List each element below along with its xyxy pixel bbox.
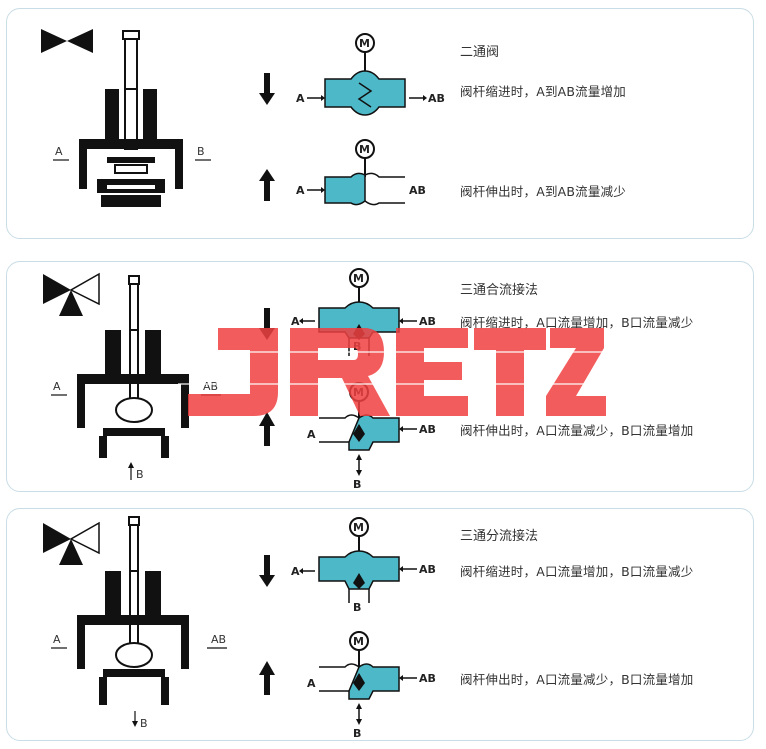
schematic-retracted: M B A AB (259, 517, 436, 614)
schematic-label-ab: AB (419, 672, 436, 685)
panel-title: 三通合流接法 (460, 283, 539, 298)
arrow-up-icon (259, 412, 275, 446)
schematic-label-ab: AB (419, 423, 436, 436)
caption-retracted: 阀杆缩进时，A口流量增加，B口流量减少 (460, 315, 694, 330)
panel-three-way-diverting: A AB B M B A AB (6, 508, 754, 741)
schematic-label-a: A (291, 565, 300, 578)
fluid-channel (348, 663, 400, 700)
schematic-extended: M B A AB (259, 382, 436, 491)
schematic-label-b: B (353, 601, 361, 614)
schematic-label-b: B (353, 478, 361, 491)
panel-two-way-valve: A B M A AB (6, 8, 754, 239)
three-way-mixing-drawing: A AB B M B A AB (43, 268, 436, 491)
caption-extended: 阀杆伸出时，A口流量减少，B口流量增加 (460, 423, 694, 438)
port-label-a: A (53, 380, 61, 393)
arrow-down-icon (259, 555, 275, 587)
three-way-diverting-drawing: A AB B M B A AB (43, 516, 436, 740)
three-way-valve-symbol-icon (43, 521, 100, 565)
valve-cross-section (79, 30, 183, 207)
caption-retracted: 阀杆缩进时，A到AB流量增加 (460, 84, 626, 99)
schematic-extended: M A AB (259, 139, 426, 206)
port-label-b: B (136, 468, 144, 481)
panel-title: 三通分流接法 (460, 529, 539, 544)
schematic-retracted: M B A AB (259, 268, 436, 356)
schematic-label-ab: AB (419, 563, 436, 576)
schematic-label-b: B (353, 727, 361, 740)
schematic-label-ab: AB (409, 184, 426, 197)
arrow-up-icon (259, 661, 275, 695)
schematic-label-a: A (307, 677, 316, 690)
two-way-valve-symbol-icon (41, 29, 93, 53)
port-label-b: B (197, 145, 205, 158)
motor-label: M (353, 272, 364, 285)
schematic-label-a: A (296, 92, 305, 105)
valve-cross-section (77, 275, 189, 458)
schematic-label-ab: AB (419, 315, 436, 328)
fluid-channel (324, 172, 366, 206)
panel-title: 二通阀 (460, 45, 500, 60)
schematic-label-b: B (353, 340, 361, 353)
three-way-valve-symbol-icon (43, 272, 100, 316)
schematic-label-ab: AB (428, 92, 445, 105)
caption-retracted: 阀杆缩进时，A口流量增加，B口流量减少 (460, 564, 694, 579)
arrow-up-icon (259, 169, 275, 201)
schematic-extended: M B A AB (259, 631, 436, 740)
fluid-channel (318, 550, 400, 590)
motor-label: M (353, 521, 364, 534)
port-label-b: B (140, 717, 148, 730)
caption-extended: 阀杆伸出时，A口流量减少，B口流量增加 (460, 672, 694, 687)
arrow-down-icon (259, 308, 275, 340)
panel-three-way-mixing: A AB B M B A AB (6, 261, 754, 492)
port-label-a: A (53, 633, 61, 646)
schematic-label-a: A (296, 184, 305, 197)
schematic-label-a: A (291, 315, 300, 328)
schematic-label-a: A (307, 428, 316, 441)
motor-label: M (359, 143, 370, 156)
fluid-channel (324, 70, 406, 116)
motor-label: M (353, 386, 364, 399)
schematic-retracted: M A AB (259, 33, 445, 116)
port-label-ab: AB (203, 380, 218, 393)
motor-label: M (353, 635, 364, 648)
port-label-a: A (55, 145, 63, 158)
arrow-down-icon (259, 73, 275, 105)
two-way-valve-drawing: A B M A AB (41, 29, 445, 207)
valve-cross-section (77, 516, 189, 705)
port-label-ab: AB (211, 633, 226, 646)
motor-label: M (359, 37, 370, 50)
caption-extended: 阀杆伸出时，A到AB流量减少 (460, 184, 626, 199)
